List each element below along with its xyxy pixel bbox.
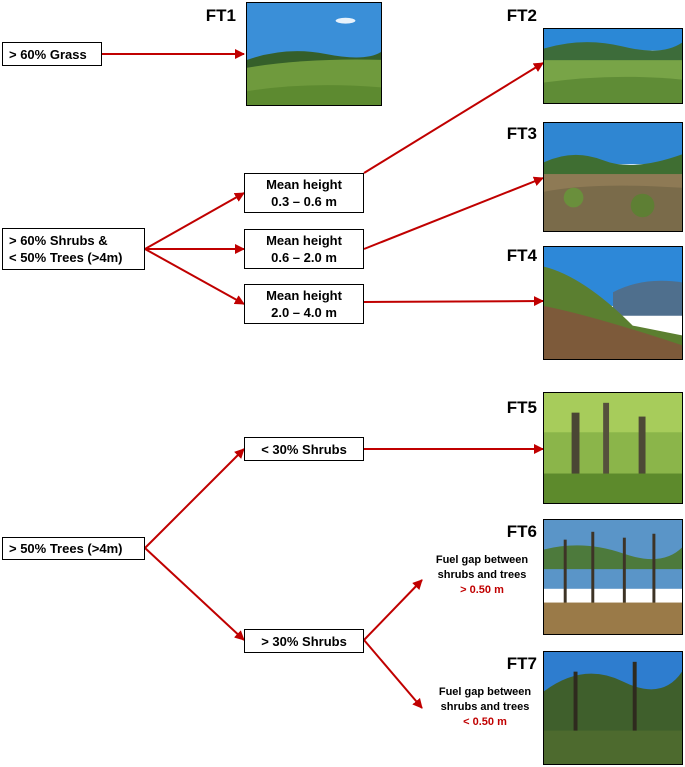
ft7-photo	[543, 651, 683, 765]
ft6-note-value: > 0.50 m	[460, 584, 504, 596]
arrow-trees-low	[144, 448, 245, 549]
height-box-3: Mean height 2.0 – 4.0 m	[244, 284, 364, 324]
ft1-label: FT1	[205, 6, 236, 25]
grass-label: > 60% Grass	[9, 46, 87, 62]
arrow-trees-high	[144, 547, 245, 641]
height-box-1: Mean height 0.3 – 0.6 m	[244, 173, 364, 213]
ft4-photo	[543, 246, 683, 360]
grass-box: > 60% Grass	[2, 42, 102, 66]
ft6-note: Fuel gap between shrubs and trees > 0.50…	[412, 553, 552, 598]
trees-label: > 50% Trees (>4m)	[9, 541, 123, 556]
ft3-photo	[543, 122, 683, 232]
arrow-h1-ft2	[363, 62, 544, 174]
arrow-h2-ft3	[363, 176, 544, 250]
shrubs-box: > 60% Shrubs & < 50% Trees (>4m)	[2, 228, 145, 270]
ft3-label: FT3	[506, 124, 537, 143]
height-label-1: Mean height 0.3 – 0.6 m	[266, 177, 342, 209]
shrubs-label: > 60% Shrubs & < 50% Trees (>4m)	[9, 233, 123, 265]
ft6-label: FT6	[506, 522, 537, 541]
ft2-label: FT2	[506, 6, 537, 25]
ft4-label: FT4	[506, 246, 537, 265]
arrow-high-ft7	[363, 639, 423, 709]
trees-box: > 50% Trees (>4m)	[2, 537, 145, 560]
shrub-high-box: > 30% Shrubs	[244, 629, 364, 653]
ft7-label: FT7	[506, 654, 537, 673]
ft7-note-text: Fuel gap between shrubs and trees	[438, 686, 532, 713]
height-box-2: Mean height 0.6 – 2.0 m	[244, 229, 364, 269]
shrub-high-label: > 30% Shrubs	[261, 633, 347, 649]
shrub-low-label: < 30% Shrubs	[261, 441, 347, 457]
ft6-note-text: Fuel gap between shrubs and trees	[435, 554, 529, 581]
ft6-photo	[543, 519, 683, 635]
ft2-photo	[543, 28, 683, 104]
ft7-note: Fuel gap between shrubs and trees < 0.50…	[415, 685, 555, 730]
arrow-shrubs-h1	[144, 192, 245, 250]
ft5-label: FT5	[506, 398, 537, 417]
height-label-3: Mean height 2.0 – 4.0 m	[266, 288, 342, 320]
arrow-h3-ft4	[363, 296, 544, 307]
ft5-photo	[543, 392, 683, 504]
ft7-note-value: < 0.50 m	[463, 716, 507, 728]
shrub-low-box: < 30% Shrubs	[244, 437, 364, 461]
ft1-photo	[246, 2, 382, 106]
arrow-shrubs-h3	[144, 248, 245, 305]
height-label-2: Mean height 0.6 – 2.0 m	[266, 233, 342, 265]
